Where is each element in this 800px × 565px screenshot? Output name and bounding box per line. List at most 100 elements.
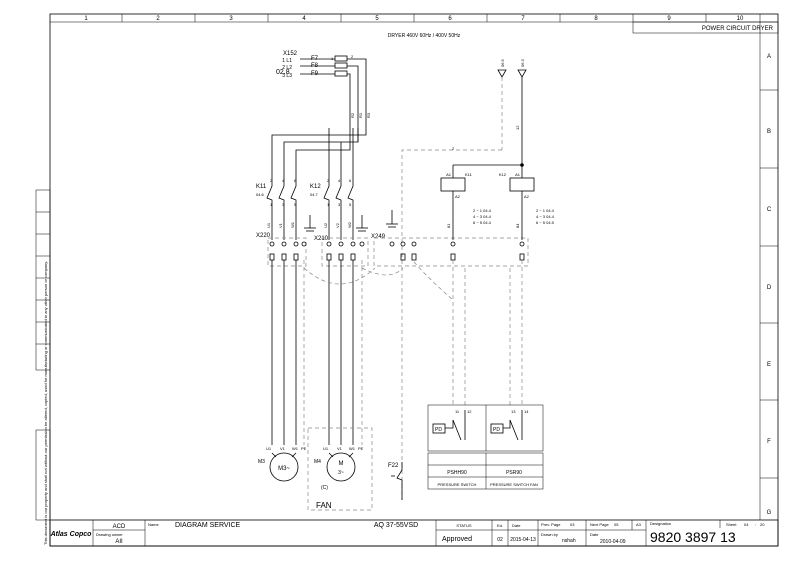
- svg-text:6 ~ 5 04.5: 6 ~ 5 04.5: [536, 220, 555, 225]
- signal-arrow-icon: [497, 69, 507, 78]
- row-grid: A B C D E F G: [760, 54, 778, 516]
- svg-text:Drawn by: Drawn by: [541, 532, 558, 537]
- coil-k11: A1 K11 A2 81 2 ~ 1 04.4 4 ~ 3 04.4 6 ~ 5…: [440, 165, 492, 240]
- svg-text:11: 11: [455, 409, 460, 414]
- row-label-e: E: [767, 362, 771, 368]
- row-label-f: F: [767, 439, 771, 445]
- title-block: Atlas Copco ACD Drawing owner AII Name D…: [50, 519, 779, 547]
- svg-text:03: 03: [570, 522, 575, 527]
- row-label-g: G: [767, 510, 772, 516]
- signal-wire-b: 12: [515, 125, 520, 130]
- svg-text:4: 4: [282, 178, 285, 183]
- svg-text:6: 6: [349, 178, 352, 183]
- svg-text:Sheet: Sheet: [726, 522, 737, 527]
- svg-text:84: 84: [515, 223, 520, 228]
- svg-text:PE: PE: [358, 446, 364, 451]
- svg-text:Date: Date: [590, 532, 599, 537]
- coil-k12: A1 K12 A2 84 2 ~ 1 04.4 4 ~ 3 04.4 6 ~ 5…: [499, 165, 555, 240]
- svg-text:W1: W1: [292, 446, 299, 451]
- signal-wire-a: 2: [452, 146, 455, 151]
- pressure-sensor-icon: [490, 423, 504, 434]
- fan-enclosure: [307, 427, 373, 511]
- column-label-1: 1: [84, 16, 88, 22]
- column-label-10: 10: [737, 16, 744, 22]
- supply-ref: 02.8: [276, 69, 290, 76]
- svg-text:2010-04-09: 2010-04-09: [600, 539, 626, 545]
- signal-ref-2: 06.3: [520, 58, 525, 67]
- drawing-name: DIAGRAM SERVICE: [175, 522, 241, 529]
- pressure-switch-group: PD 11 12 PD 13 14 PSHH90 PRESSURE SWITCH…: [427, 404, 544, 490]
- svg-text:STATUS: STATUS: [456, 523, 472, 528]
- signal-arrows: [401, 69, 527, 500]
- svg-text:W1: W1: [290, 221, 295, 228]
- contactor-k11-label: K11: [256, 184, 267, 190]
- column-label-7: 7: [521, 16, 525, 22]
- supply-line-l1: 1 L1: [282, 58, 292, 64]
- thermal-f22-label: F22: [388, 463, 399, 469]
- svg-text:13: 13: [511, 409, 516, 414]
- contactor-k11: K11 04.6 2 4 6 1 3 5: [256, 178, 297, 240]
- svg-text:4 ~ 3 04.4: 4 ~ 3 04.4: [536, 214, 555, 219]
- wire-r2: R2: [350, 112, 355, 118]
- motor-m3-icon: [269, 452, 299, 482]
- column-label-3: 3: [229, 16, 233, 22]
- svg-text:A2: A2: [455, 194, 461, 199]
- svg-text:14: 14: [524, 409, 529, 414]
- svg-text:Designation: Designation: [650, 521, 671, 526]
- row-label-d: D: [767, 285, 772, 291]
- contactor-k12-ref: 04.7: [310, 192, 319, 197]
- svg-text:3~: 3~: [338, 470, 344, 476]
- supply-line-l3: 3 L3: [282, 73, 292, 79]
- column-label-8: 8: [594, 16, 598, 22]
- svg-text:12: 12: [467, 409, 472, 414]
- column-label-5: 5: [375, 16, 379, 22]
- pressure-sensor-icon: [432, 423, 446, 434]
- svg-text:U1: U1: [323, 446, 329, 451]
- fuse-f7-icon: [334, 55, 348, 62]
- svg-text:Next Page: Next Page: [590, 522, 609, 527]
- motor-m3-label: M3: [258, 459, 265, 465]
- svg-text:A1: A1: [515, 172, 521, 177]
- svg-text:PD: PD: [435, 427, 442, 433]
- fuse-f9-icon: [334, 70, 348, 77]
- column-label-9: 9: [667, 16, 671, 22]
- row-label-c: C: [767, 207, 772, 213]
- svg-text:5: 5: [294, 202, 297, 207]
- switch-psh-name: PSHH90: [447, 470, 467, 476]
- svg-text:2015-04-13: 2015-04-13: [510, 537, 536, 543]
- svg-text:05: 05: [614, 522, 619, 527]
- terminal-x210-label: X210: [314, 236, 329, 242]
- svg-text:V1: V1: [337, 446, 343, 451]
- svg-text:PD: PD: [493, 427, 500, 433]
- column-label-4: 4: [302, 16, 306, 22]
- contactor-k11-ref: 04.6: [256, 192, 265, 197]
- status-value: Approved: [442, 536, 472, 543]
- drawn-by: nshah: [562, 538, 576, 544]
- svg-text:V2: V2: [335, 222, 340, 228]
- designation-number: 9820 3897 13: [650, 529, 736, 545]
- terminal-x220-label: X220: [256, 233, 271, 239]
- svg-text:A3: A3: [636, 522, 642, 527]
- svg-text:6 ~ 5 04.4: 6 ~ 5 04.4: [473, 220, 492, 225]
- svg-text:20: 20: [760, 522, 765, 527]
- motor-m3: M3~ M3 U1 V1 W1 PE: [258, 446, 307, 482]
- company-code: ACD: [113, 524, 126, 530]
- svg-text:W2: W2: [347, 221, 352, 228]
- svg-text:3: 3: [338, 202, 341, 207]
- fan-label: FAN: [316, 501, 332, 510]
- motor-wiring: [271, 260, 523, 445]
- ground-icon: [304, 210, 398, 232]
- svg-text:2: 2: [270, 178, 273, 183]
- svg-text:1: 1: [327, 202, 330, 207]
- revision-margin: [35, 189, 51, 521]
- svg-text:K11: K11: [465, 172, 473, 177]
- switch-psr-name: PSR90: [506, 470, 522, 476]
- svg-text:U1: U1: [266, 446, 272, 451]
- svg-text:V1: V1: [278, 222, 283, 228]
- motor-m3-symbol: M3~: [278, 466, 290, 472]
- motor-m4: M 3~ M4 (C) U1 V1 W1 PE: [314, 446, 364, 491]
- model-name: AQ 37-55VSD: [374, 522, 418, 529]
- legal-note: This document is our property and shall …: [43, 261, 48, 545]
- svg-text:Prev. Page: Prev. Page: [541, 522, 561, 527]
